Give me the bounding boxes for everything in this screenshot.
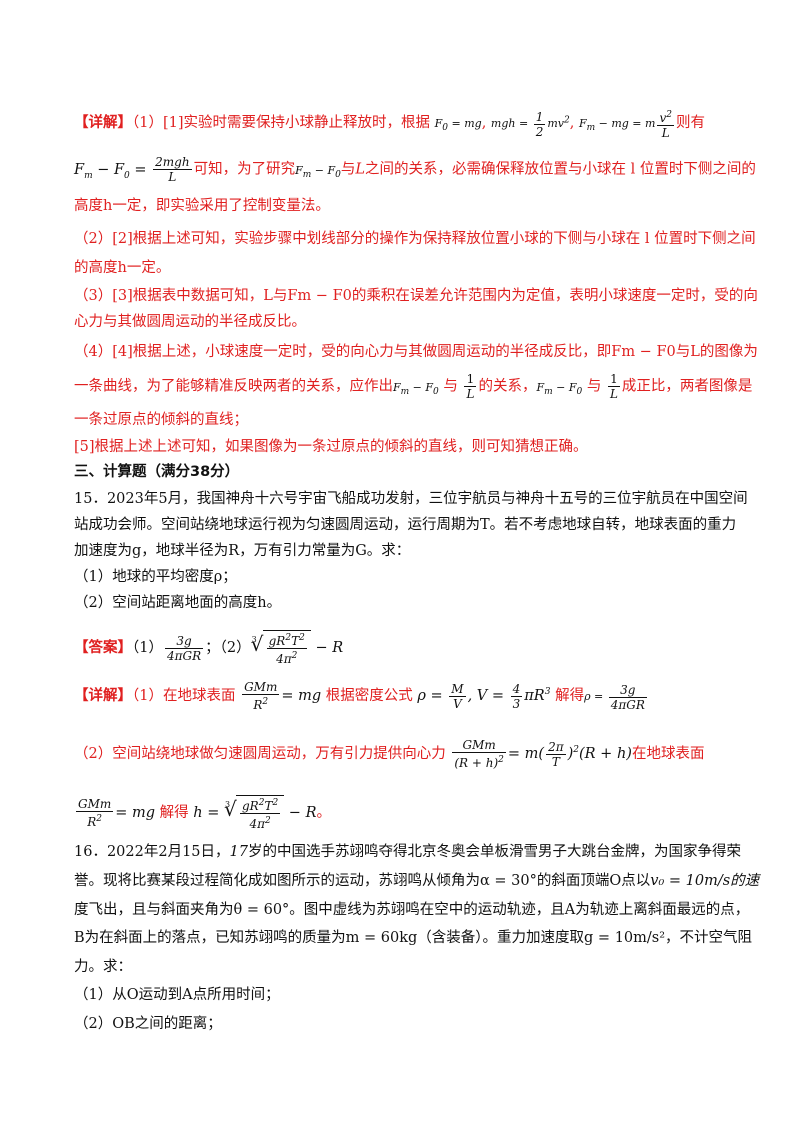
detail-line-11: [5]根据上述上述可知，如果图像为一条过原点的倾斜的直线，则可知猜想正确。	[74, 439, 588, 455]
q16-line-5: 力。求：	[74, 959, 132, 975]
detail-text: 之间的关系，必需确保释放位置与小球在 l 位置时下侧之间的	[365, 161, 756, 178]
q15-line-3: 加速度为g，地球半径为R，万有引力常量为G。求：	[74, 543, 411, 559]
detail-text: 解得	[555, 688, 585, 704]
detail-text: （2）空间站绕地球做匀速圆周运动，万有引力提供向心力	[74, 746, 446, 762]
q15-line-5: （2）空间站距离地面的高度h。	[74, 595, 282, 611]
formula-fm-f0: Fm − F0	[393, 380, 439, 397]
q16-text: 16．2022年2月15日，	[74, 844, 230, 860]
q15-line-2: 站成功会师。空间站绕地球运行视为匀速圆周运动，运行周期为T。若不考虑地球自转，地…	[74, 517, 737, 533]
q16-line-7: （2）OB之间的距离；	[74, 1016, 222, 1032]
detail-line-6: （3）[3]根据表中数据可知，L与Fm − F0的乘积在误差允许范围内为定值，表…	[74, 288, 758, 304]
detail-line-1: 【详解】（1）[1]实验时需要保持小球静止释放时，根据 F0 = mg, mgh…	[74, 109, 705, 141]
formula-fm-f0: Fm − F0	[295, 163, 341, 180]
detail-line-8: （4）[4]根据上述，小球速度一定时，受的向心力与其做圆周运动的半径成反比，即F…	[74, 344, 758, 360]
q16-line-6: （1）从O运动到A点所用时间；	[74, 987, 280, 1003]
q16-line-4: B为在斜面上的落点，已知苏翊鸣的质量为m = 60kg（含装备）。重力加速度取g…	[74, 930, 753, 946]
detail-line-4: （2）[2]根据上述可知，实验步骤中划线部分的操作为保持释放位置小球的下侧与小球…	[74, 231, 756, 247]
formula-fm-f0: Fm − F0	[536, 380, 583, 397]
detail-text: （1）[1]实验时需要保持小球静止释放时，根据	[132, 115, 431, 131]
detail-text: 一条曲线，为了能够精准反映两者的关系，应作出	[74, 378, 393, 395]
q16-text: 誉。现将比赛某段过程简化成如图所示的运动，苏翊鸣从倾角为α = 30°的斜面顶端…	[74, 873, 651, 889]
section-heading: 三、计算题（满分38分）	[74, 464, 240, 480]
detail-text: 根据密度公式	[325, 688, 413, 704]
q15-line-4: （1）地球的平均密度ρ；	[74, 569, 237, 585]
detail-text: 可知，为了研究	[193, 161, 296, 178]
q16-age: 17	[229, 844, 248, 860]
detail-line-10: 一条过原点的倾斜的直线；	[74, 412, 248, 428]
answer-tag: 【答案】	[74, 639, 132, 656]
formula-f0: F0 = mg	[434, 117, 482, 134]
detail-text: 成正比，两者图像是	[621, 378, 753, 395]
detail-text: 。	[316, 805, 332, 821]
answer-text: ；（2）	[205, 640, 251, 656]
q16-line-2: 誉。现将比赛某段过程简化成如图所示的运动，苏翊鸣从倾角为α = 30°的斜面顶端…	[74, 871, 759, 891]
detail-tag: 【详解】	[74, 114, 132, 131]
detail-text: 解得	[159, 805, 189, 821]
detail-tag: 【详解】	[74, 687, 132, 704]
detail-line-7: 心力与其做圆周运动的半径成反比。	[74, 314, 306, 330]
detail-line-3: 高度h一定，即实验采用了控制变量法。	[74, 198, 330, 214]
detail-line-5: 的高度h一定。	[74, 260, 171, 276]
q15-detail-2: （2）空间站绕地球做匀速圆周运动，万有引力提供向心力 GMm(R + h)2= …	[74, 738, 740, 770]
answer-text: （1）	[132, 640, 163, 656]
q15-line-1: 15．2023年5月，我国神舟十六号宇宙飞船成功发射，三位宇航员与神舟十五号的三…	[74, 491, 748, 507]
detail-text: 在地球表面	[631, 746, 705, 762]
detail-text: 的关系，	[478, 378, 537, 395]
q16-line-1: 16．2022年2月15日，17岁的中国选手苏翊鸣夺得北京冬奥会单板滑雪男子大跳…	[74, 842, 741, 862]
q16-line-3: 度飞出，且与斜面夹角为θ = 60°。图中虚线为苏翊鸣在空中的运动轨迹，且A为轨…	[74, 902, 750, 918]
q16-text: 岁的中国选手苏翊鸣夺得北京冬奥会单板滑雪男子大跳台金牌，为国家争得荣	[247, 844, 741, 860]
detail-text: 与	[340, 161, 356, 178]
q16-speed: v₀ = 10m/s的速	[650, 873, 760, 889]
detail-text: 则有	[675, 115, 705, 131]
detail-text: （1）在地球表面	[132, 688, 236, 704]
